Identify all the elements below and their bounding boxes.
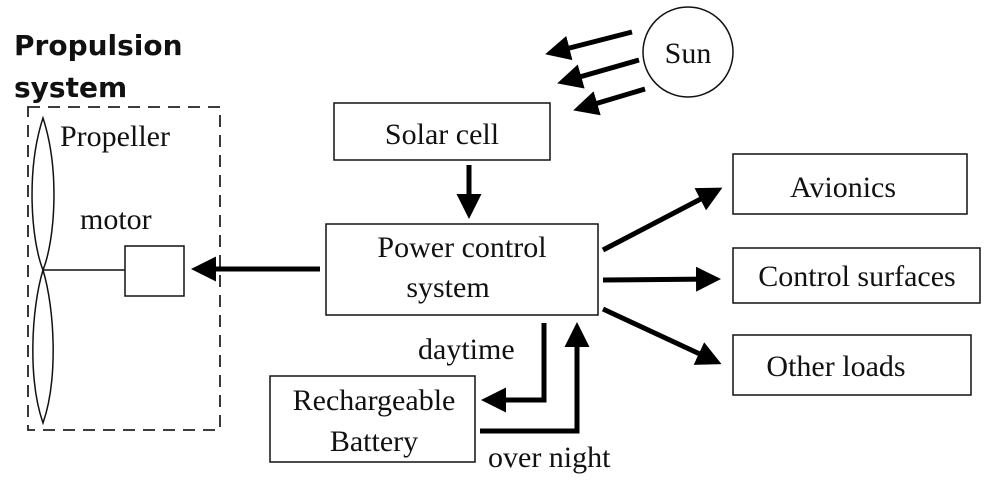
sunlight-arrow-3 xyxy=(573,86,646,116)
overnight-discharge-arrow xyxy=(480,322,590,434)
propeller-blade-upper xyxy=(31,115,55,273)
power-to-other-loads-arrow xyxy=(601,306,722,365)
daytime-label: daytime xyxy=(418,333,515,366)
power-control-line2: system xyxy=(406,271,489,304)
sunlight-arrow-2 xyxy=(557,57,640,89)
solar-cell-box xyxy=(333,102,551,161)
motor-box xyxy=(124,245,185,297)
propulsion-system: Propulsion system Propeller motor xyxy=(14,29,221,431)
sunlight-arrow-1 xyxy=(545,29,633,61)
power-control-line1: Power control xyxy=(377,231,546,264)
sun-label: Sun xyxy=(665,37,712,70)
avionics-label: Avionics xyxy=(790,171,896,204)
power-control-block: Power control system xyxy=(325,223,599,316)
avionics-block: Avionics xyxy=(732,153,968,215)
battery-box xyxy=(269,375,476,463)
battery-line1: Rechargeable xyxy=(293,384,456,417)
other-loads-block: Other loads xyxy=(732,334,972,396)
power-control-box xyxy=(325,223,599,316)
power-to-avionics-arrow xyxy=(601,187,723,253)
propulsion-title-line1: Propulsion xyxy=(14,29,183,62)
other-loads-label: Other loads xyxy=(766,350,905,383)
propeller-blade-lower xyxy=(32,267,54,426)
sun-circle xyxy=(642,6,734,98)
battery-block: Rechargeable Battery xyxy=(269,375,476,463)
daytime-charge-arrow xyxy=(481,323,547,413)
propulsion-title-line2: system xyxy=(14,71,127,104)
control-surfaces-block: Control surfaces xyxy=(732,247,981,304)
battery-line2: Battery xyxy=(330,425,418,458)
other-loads-box xyxy=(732,334,972,396)
propulsion-dashed-border xyxy=(27,106,221,431)
sun: Sun xyxy=(642,6,734,98)
propeller-label: Propeller xyxy=(60,120,170,153)
overnight-label: over night xyxy=(488,441,611,474)
power-to-control-surfaces-arrow xyxy=(602,266,721,292)
solar-cell-label: Solar cell xyxy=(385,118,499,151)
control-surfaces-box xyxy=(732,247,981,304)
control-surfaces-label: Control surfaces xyxy=(758,260,955,293)
avionics-box xyxy=(732,153,968,215)
motor-label: motor xyxy=(80,203,152,236)
solar-cell-block: Solar cell xyxy=(333,102,551,161)
